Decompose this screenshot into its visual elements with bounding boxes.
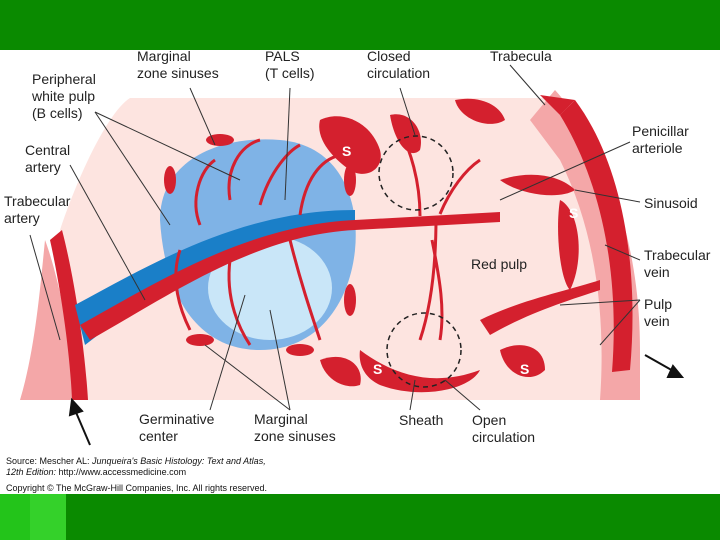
leader-lines <box>29 64 641 411</box>
label-open-circulation: Open circulation <box>472 412 536 445</box>
trabecula-right <box>530 90 640 400</box>
label-trabecular-artery: Trabecular artery <box>4 193 71 226</box>
top-frame-band <box>0 0 720 50</box>
open-circulation-circle <box>386 312 462 388</box>
central-artery-vessel <box>80 212 500 340</box>
closed-circulation-circle <box>378 135 454 211</box>
bottom-tab-accent-light <box>30 494 66 540</box>
source-line-1: Source: Mescher AL: Junqueira's Basic Hi… <box>6 456 266 466</box>
label-peripheral-white-pulp: Peripheral white pulp (B cells) <box>32 71 96 121</box>
trabecula-left <box>20 240 80 400</box>
copyright-line: Copyright © The McGraw-Hill Companies, I… <box>6 483 268 493</box>
label-marginal-zone-sinuses-top: Marginal zone sinuses <box>137 48 219 81</box>
label-central-artery: Central artery <box>25 142 71 175</box>
label-germinative-center: Germinative center <box>139 411 215 444</box>
label-closed-circulation: Closed circulation <box>367 48 431 81</box>
label-marginal-zone-sinuses-bottom: Marginal zone sinuses <box>254 411 336 444</box>
label-trabecula: Trabecula <box>490 48 552 64</box>
sinus-marker-3: S <box>373 361 383 377</box>
source-line-2: 12th Edition: http://www.accessmedicine.… <box>6 467 187 477</box>
sinus-marker-2: S <box>569 205 579 221</box>
label-sinusoid: Sinusoid <box>644 195 698 211</box>
flow-arrows <box>68 354 685 446</box>
bottom-frame-band <box>0 494 720 540</box>
sinus-marker-1: S <box>342 143 352 159</box>
diagram-stage: Marginal zone sinuses PALS (T cells) Clo… <box>0 48 720 494</box>
label-red-pulp: Red pulp <box>471 256 528 272</box>
label-pals: PALS (T cells) <box>265 48 315 81</box>
red-pulp-sinuses <box>319 98 600 393</box>
sinus-marker-4: S <box>520 361 530 377</box>
label-penicillar-arteriole: Penicillar arteriole <box>632 123 689 156</box>
label-pulp-vein: Pulp vein <box>644 296 673 329</box>
spleen-circulation-diagram <box>20 64 685 446</box>
arteriole-branches <box>174 129 481 346</box>
label-trabecular-vein: Trabecular vein <box>644 247 711 280</box>
trabecular-vein-vessel <box>560 100 633 372</box>
trabecular-artery-vessel <box>50 230 88 400</box>
label-sheath: Sheath <box>399 412 444 428</box>
marginal-zone-sinuses <box>164 134 356 356</box>
